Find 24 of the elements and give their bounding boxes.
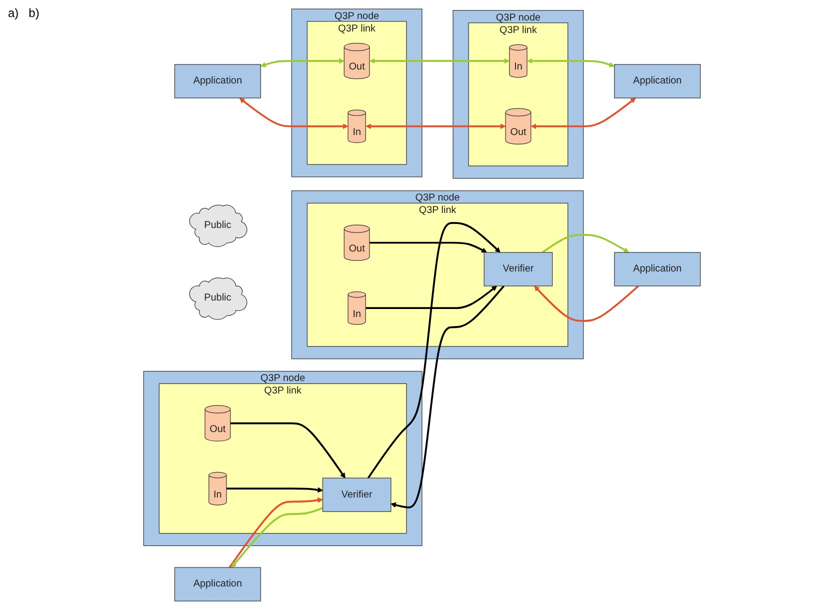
arrow: [534, 285, 640, 322]
arrow: [367, 222, 500, 479]
node-box: Application: [614, 252, 701, 286]
arrow: [239, 98, 348, 130]
node-box: Application: [174, 64, 261, 98]
panel-label: b): [28, 6, 40, 20]
arrow: [366, 124, 506, 130]
node-box: Application: [614, 64, 701, 98]
arrow: [390, 285, 505, 508]
arrow: [366, 286, 498, 309]
arrow: [260, 58, 344, 68]
arrow: [231, 507, 324, 568]
arrow: [527, 58, 615, 68]
arrow: [370, 242, 487, 253]
arrow: [226, 487, 323, 493]
arrow: [228, 497, 323, 568]
node-box: Application: [174, 567, 261, 602]
arrow: [370, 58, 510, 64]
panel-label: a): [8, 6, 19, 20]
arrow: [530, 98, 636, 130]
arrow: [230, 422, 346, 478]
node-box: Verifier: [484, 252, 553, 286]
arrow: [542, 234, 630, 254]
node-box: Verifier: [322, 478, 392, 512]
